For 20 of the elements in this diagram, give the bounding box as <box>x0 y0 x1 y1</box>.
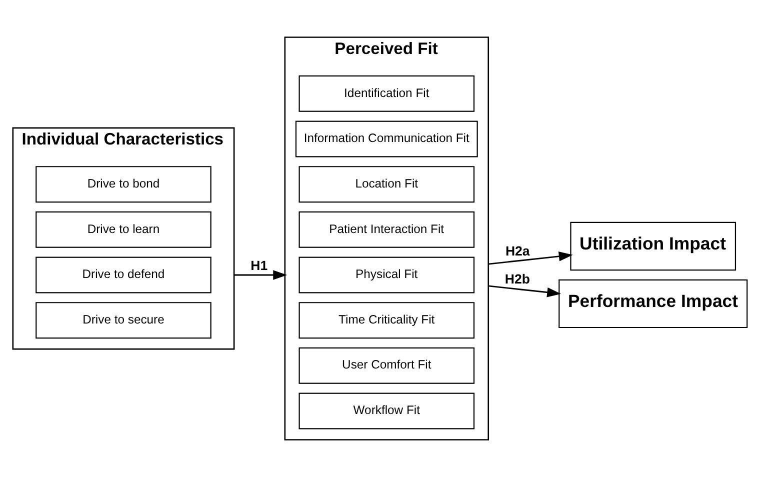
node-box: Location Fit <box>298 166 475 203</box>
edge-label: H2b <box>504 271 530 286</box>
node-box: Drive to learn <box>36 211 212 248</box>
node-box: Information Communication Fit <box>295 120 478 158</box>
edge-label: H2a <box>505 244 530 259</box>
node-box: Time Criticality Fit <box>298 302 475 339</box>
node-box: Physical Fit <box>298 256 475 294</box>
node-box: Drive to secure <box>36 302 212 339</box>
node-box: User Comfort Fit <box>298 347 475 384</box>
node-box: Performance Impact <box>558 279 748 328</box>
node-box: Drive to bond <box>36 166 212 203</box>
arrow <box>234 270 288 280</box>
edge-label: H1 <box>250 258 268 274</box>
node-box: Drive to defend <box>36 256 212 294</box>
arrow <box>488 252 573 265</box>
node-box: Patient Interaction Fit <box>298 211 475 248</box>
arrow <box>488 285 562 298</box>
node-box: Identification Fit <box>298 75 475 112</box>
node-box: Utilization Impact <box>570 222 736 271</box>
node-box: Workflow Fit <box>298 392 475 430</box>
